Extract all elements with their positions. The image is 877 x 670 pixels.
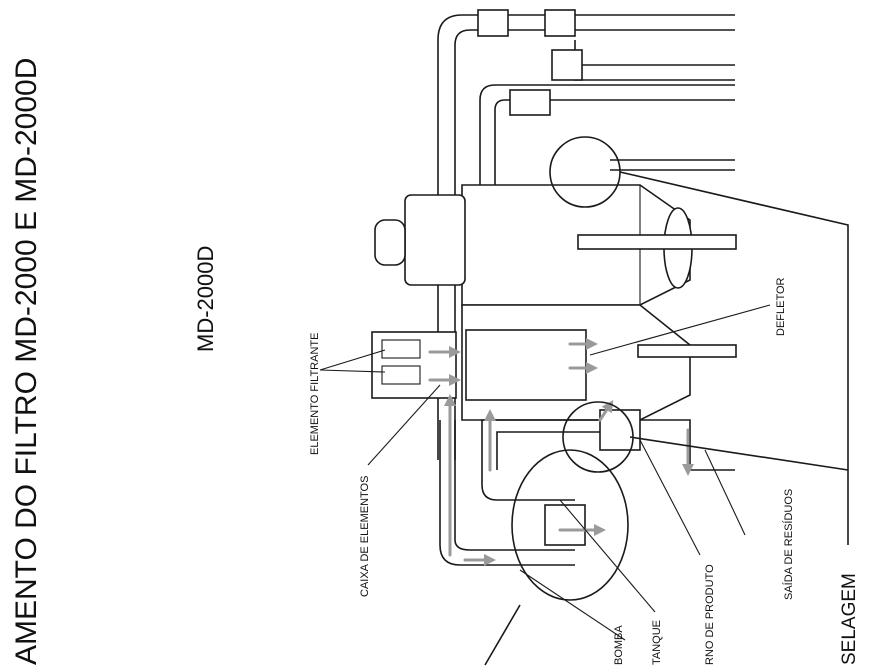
model-label: MD-2000D <box>193 246 218 352</box>
label-saida-residuos: SAÍDA DE RESÍDUOS <box>782 489 795 600</box>
label-elemento-filtrante: ELEMENTO FILTRANTE <box>309 333 321 455</box>
label-selagem: SELAGEM <box>839 573 860 665</box>
label-bomba: BOMBA <box>613 625 625 665</box>
filter-machine <box>371 9 737 566</box>
diagram-title: AMENTO DO FILTRO MD-2000 E MD-2000D <box>10 58 43 665</box>
label-retorno-produto: RNO DE PRODUTO <box>704 564 716 665</box>
leader-lines <box>319 171 849 666</box>
label-defletor: DEFLETOR <box>775 277 787 336</box>
label-tanque: TANQUE <box>651 620 663 665</box>
pump-detail-ellipse <box>511 449 629 601</box>
flow-arrows <box>428 338 694 566</box>
label-caixa-elementos: CAIXA DE ELEMENTOS <box>359 476 371 597</box>
